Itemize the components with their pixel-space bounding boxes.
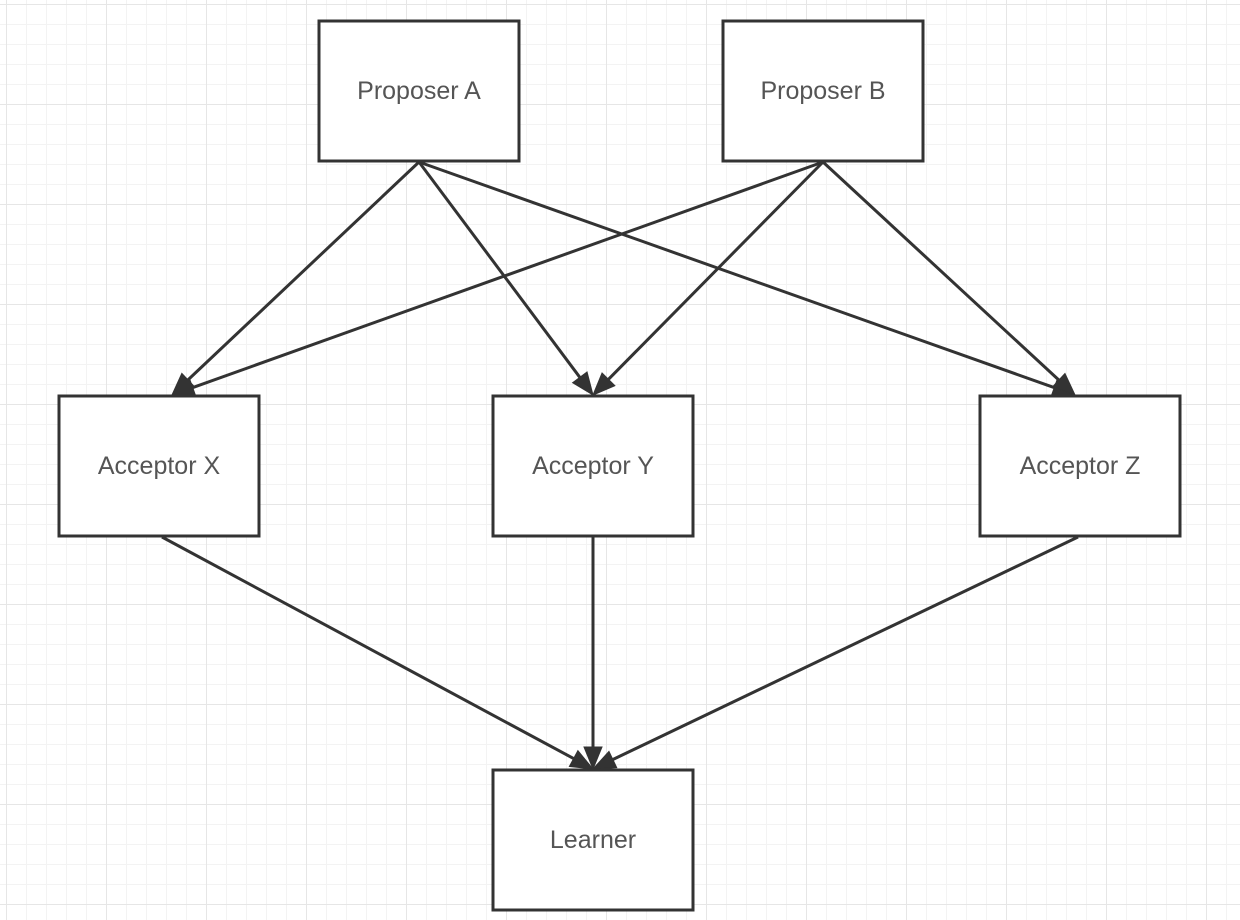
edge-line	[608, 535, 1079, 763]
node-label: Learner	[550, 826, 636, 854]
edge-proposer-b-to-acceptor-y	[592, 160, 825, 396]
edge-line	[184, 160, 421, 384]
edge-line	[821, 160, 1063, 384]
arrowhead-icon	[571, 371, 594, 397]
edge-proposer-a-to-acceptor-y	[417, 161, 594, 397]
node-acceptor-y[interactable]: Acceptor Y	[491, 394, 695, 538]
edges-layer	[161, 160, 1079, 771]
arrowhead-icon	[568, 749, 595, 770]
edge-proposer-a-to-acceptor-x	[171, 160, 421, 396]
node-label: Acceptor Y	[532, 452, 654, 480]
arrowhead-icon	[583, 746, 603, 771]
edge-line	[418, 160, 1059, 391]
node-acceptor-z[interactable]: Acceptor Z	[978, 394, 1182, 538]
arrowhead-icon	[591, 750, 618, 770]
edge-proposer-a-to-acceptor-z	[418, 160, 1077, 397]
edge-proposer-b-to-acceptor-x	[170, 160, 824, 397]
node-label: Proposer A	[357, 77, 481, 105]
edge-line	[161, 535, 578, 762]
edge-line	[604, 160, 825, 384]
node-label: Acceptor Z	[1020, 452, 1141, 480]
edge-proposer-b-to-acceptor-z	[821, 160, 1076, 396]
node-proposer-a[interactable]: Proposer A	[317, 19, 521, 163]
edge-acceptor-z-to-learner	[591, 535, 1079, 770]
edge-line	[188, 160, 824, 391]
edge-line	[417, 161, 584, 382]
arrowhead-icon	[592, 372, 616, 396]
node-acceptor-x[interactable]: Acceptor X	[57, 394, 261, 538]
edge-acceptor-y-to-learner	[583, 537, 603, 771]
node-label: Proposer B	[760, 77, 885, 105]
node-learner[interactable]: Learner	[491, 768, 695, 912]
edge-acceptor-x-to-learner	[161, 535, 595, 770]
node-label: Acceptor X	[98, 452, 221, 480]
node-proposer-b[interactable]: Proposer B	[721, 19, 925, 163]
arrowhead-icon	[1051, 372, 1076, 396]
